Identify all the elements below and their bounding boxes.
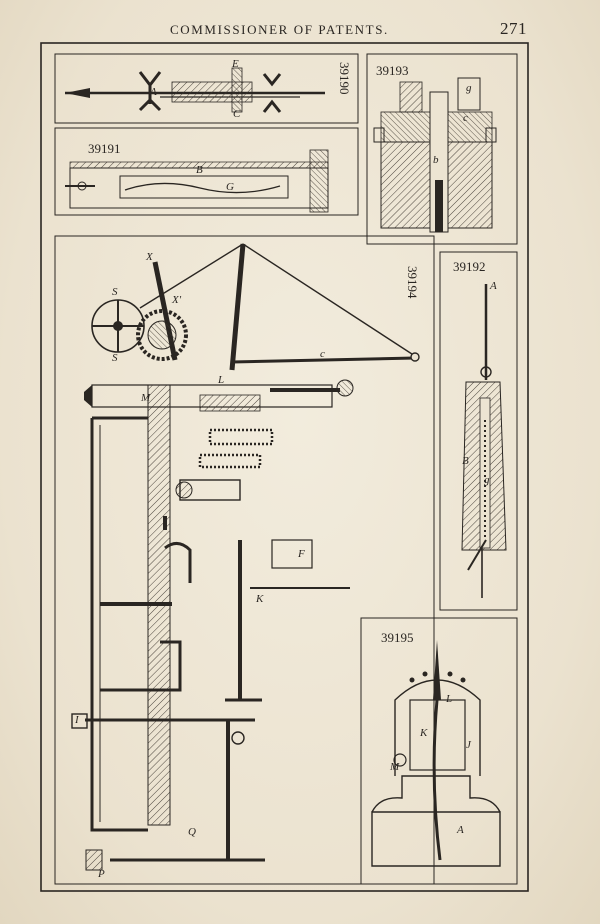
- ref-letter-I: I: [75, 714, 79, 726]
- ref-letter-S-lower: S: [112, 352, 118, 364]
- ref-letter-K: K: [256, 593, 264, 605]
- ref-letter-P: P: [98, 868, 105, 880]
- ref-letter-G: G: [226, 181, 234, 193]
- ref-letter-c-arm: c: [320, 348, 325, 360]
- figure-number-39192: 39192: [453, 259, 486, 274]
- ref-letter-A-top: A: [490, 280, 497, 292]
- ref-letter-E: E: [232, 58, 239, 70]
- ref-letter-X: X: [146, 251, 153, 263]
- figure-39190-panel: [54, 53, 359, 124]
- ref-letter-c: c: [463, 112, 468, 124]
- ref-letter-F: F: [298, 548, 305, 560]
- ref-letter-M: M: [141, 392, 151, 404]
- figure-39193-panel: [366, 53, 518, 245]
- figure-39192-panel: [439, 251, 518, 611]
- ref-letter-A-base: A: [457, 824, 464, 836]
- ref-letter-S-upper: S: [112, 286, 118, 298]
- page-number: 271: [500, 19, 527, 38]
- figure-number-39193: 39193: [376, 63, 409, 78]
- figure-number-39191: 39191: [88, 141, 121, 156]
- ref-letter-Q: Q: [188, 826, 196, 838]
- ref-letter-L: L: [218, 374, 225, 386]
- figure-number-39194: 39194: [405, 266, 420, 299]
- ref-letter-X-prime: X': [172, 294, 182, 306]
- figure-number-39195: 39195: [381, 630, 414, 645]
- figure-39195-panel: [360, 617, 518, 885]
- ref-letter-M-side: M: [390, 761, 400, 773]
- figure-39191-panel: [54, 127, 359, 216]
- figure-39194-drawing: [54, 235, 435, 885]
- ref-letter-g-spring: g: [484, 474, 490, 486]
- figure-number-39190: 39190: [337, 62, 352, 95]
- ref-letter-J: J: [466, 739, 471, 751]
- ref-letter-K-inner: K: [420, 727, 428, 739]
- ref-letter-b: b: [433, 154, 439, 166]
- ref-letter-A: A: [150, 86, 157, 98]
- ref-letter-C: C: [233, 108, 241, 120]
- ref-letter-g: g: [466, 82, 472, 94]
- ref-letter-B-body: B: [462, 455, 469, 467]
- plate-border: [40, 42, 529, 892]
- running-head: COMMISSIONER OF PATENTS.: [170, 22, 389, 37]
- ref-letter-L-head: L: [446, 693, 453, 705]
- ref-letter-B: B: [196, 164, 203, 176]
